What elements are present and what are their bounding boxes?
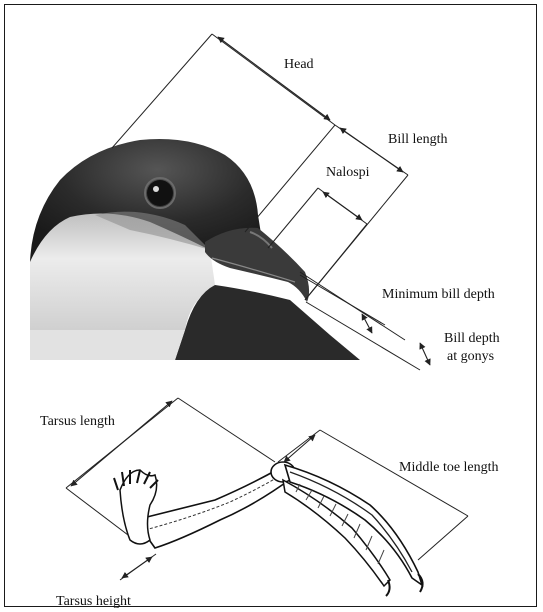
eye-icon [147,180,173,206]
label-tarsus-length: Tarsus length [40,414,115,430]
label-head: Head [284,57,314,73]
label-bill-depth: Bill depth [444,331,500,347]
label-at-gonys: at gonys [447,349,494,365]
label-nalospi: Nalospi [326,165,370,181]
leg-illustration [114,462,423,596]
bird-head-illustration [30,139,360,360]
label-middle-toe-length: Middle toe length [399,460,499,476]
label-tarsus-height: Tarsus height [56,594,131,610]
label-bill-length: Bill length [388,132,448,148]
label-minimum-bill-depth: Minimum bill depth [382,287,495,303]
